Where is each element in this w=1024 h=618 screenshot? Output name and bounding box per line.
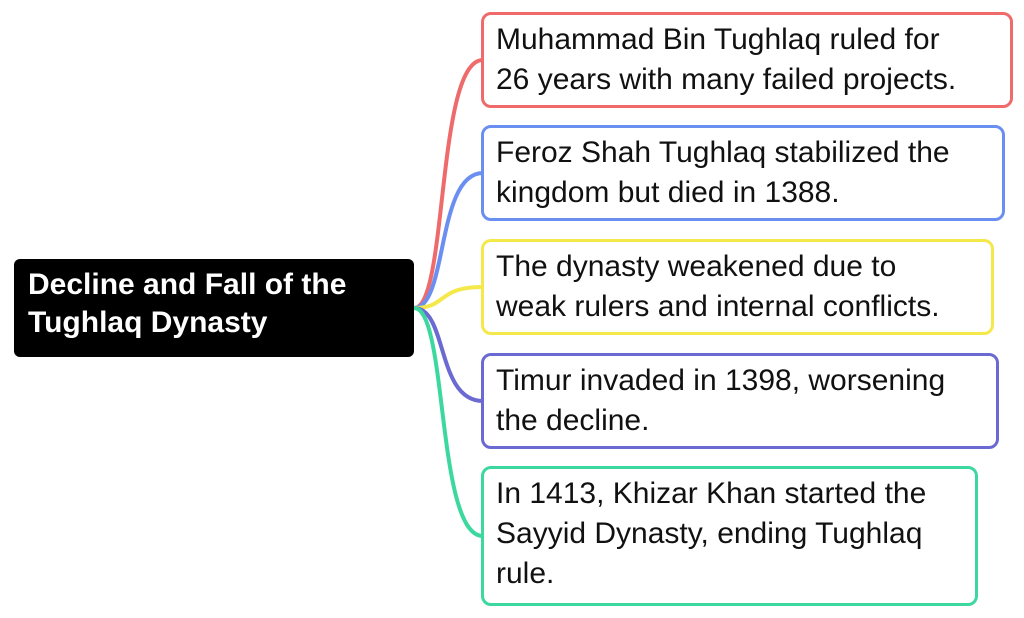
branch-text-line: In 1413, Khizar Khan started the [496,477,927,510]
connector-line [413,285,484,310]
branch-text-line: Timur invaded in 1398, worsening [496,364,946,397]
branch-text-line: Sayyid Dynasty, ending Tughlaq [496,517,923,550]
branch-text-line: rule. [496,557,555,590]
branch-text-line: The dynasty weakened due to [496,250,897,283]
branch-node-muhammad-bin-tughlaq[interactable]: Muhammad Bin Tughlaq ruled for 26 years … [481,12,1013,108]
branch-node-khizar-khan-sayyid[interactable]: In 1413, Khizar Khan started the Sayyid … [481,466,978,606]
branch-text-line: weak rulers and internal conflicts. [496,290,940,323]
branch-text-line: the decline. [496,404,650,437]
branch-text-line: 26 years with many failed projects. [496,63,957,96]
branch-text-line: Muhammad Bin Tughlaq ruled for [496,23,940,56]
branch-node-timur-invasion[interactable]: Timur invaded in 1398, worsening the dec… [481,353,999,449]
connector-line [413,306,484,538]
connector-line [413,58,484,310]
connector-line [413,171,484,310]
root-topic-line: Tughlaq Dynasty [28,306,268,339]
root-topic-line: Decline and Fall of the [28,268,347,301]
branch-node-dynasty-weakened[interactable]: The dynasty weakened due to weak rulers … [481,239,994,335]
branch-node-feroz-shah-tughlaq[interactable]: Feroz Shah Tughlaq stabilized the kingdo… [481,125,1005,221]
root-topic-node[interactable]: Decline and Fall of the Tughlaq Dynasty [14,259,414,357]
branch-text-line: Feroz Shah Tughlaq stabilized the [496,136,950,169]
branch-text-line: kingdom but died in 1388. [496,176,840,209]
connector-line [413,306,484,403]
